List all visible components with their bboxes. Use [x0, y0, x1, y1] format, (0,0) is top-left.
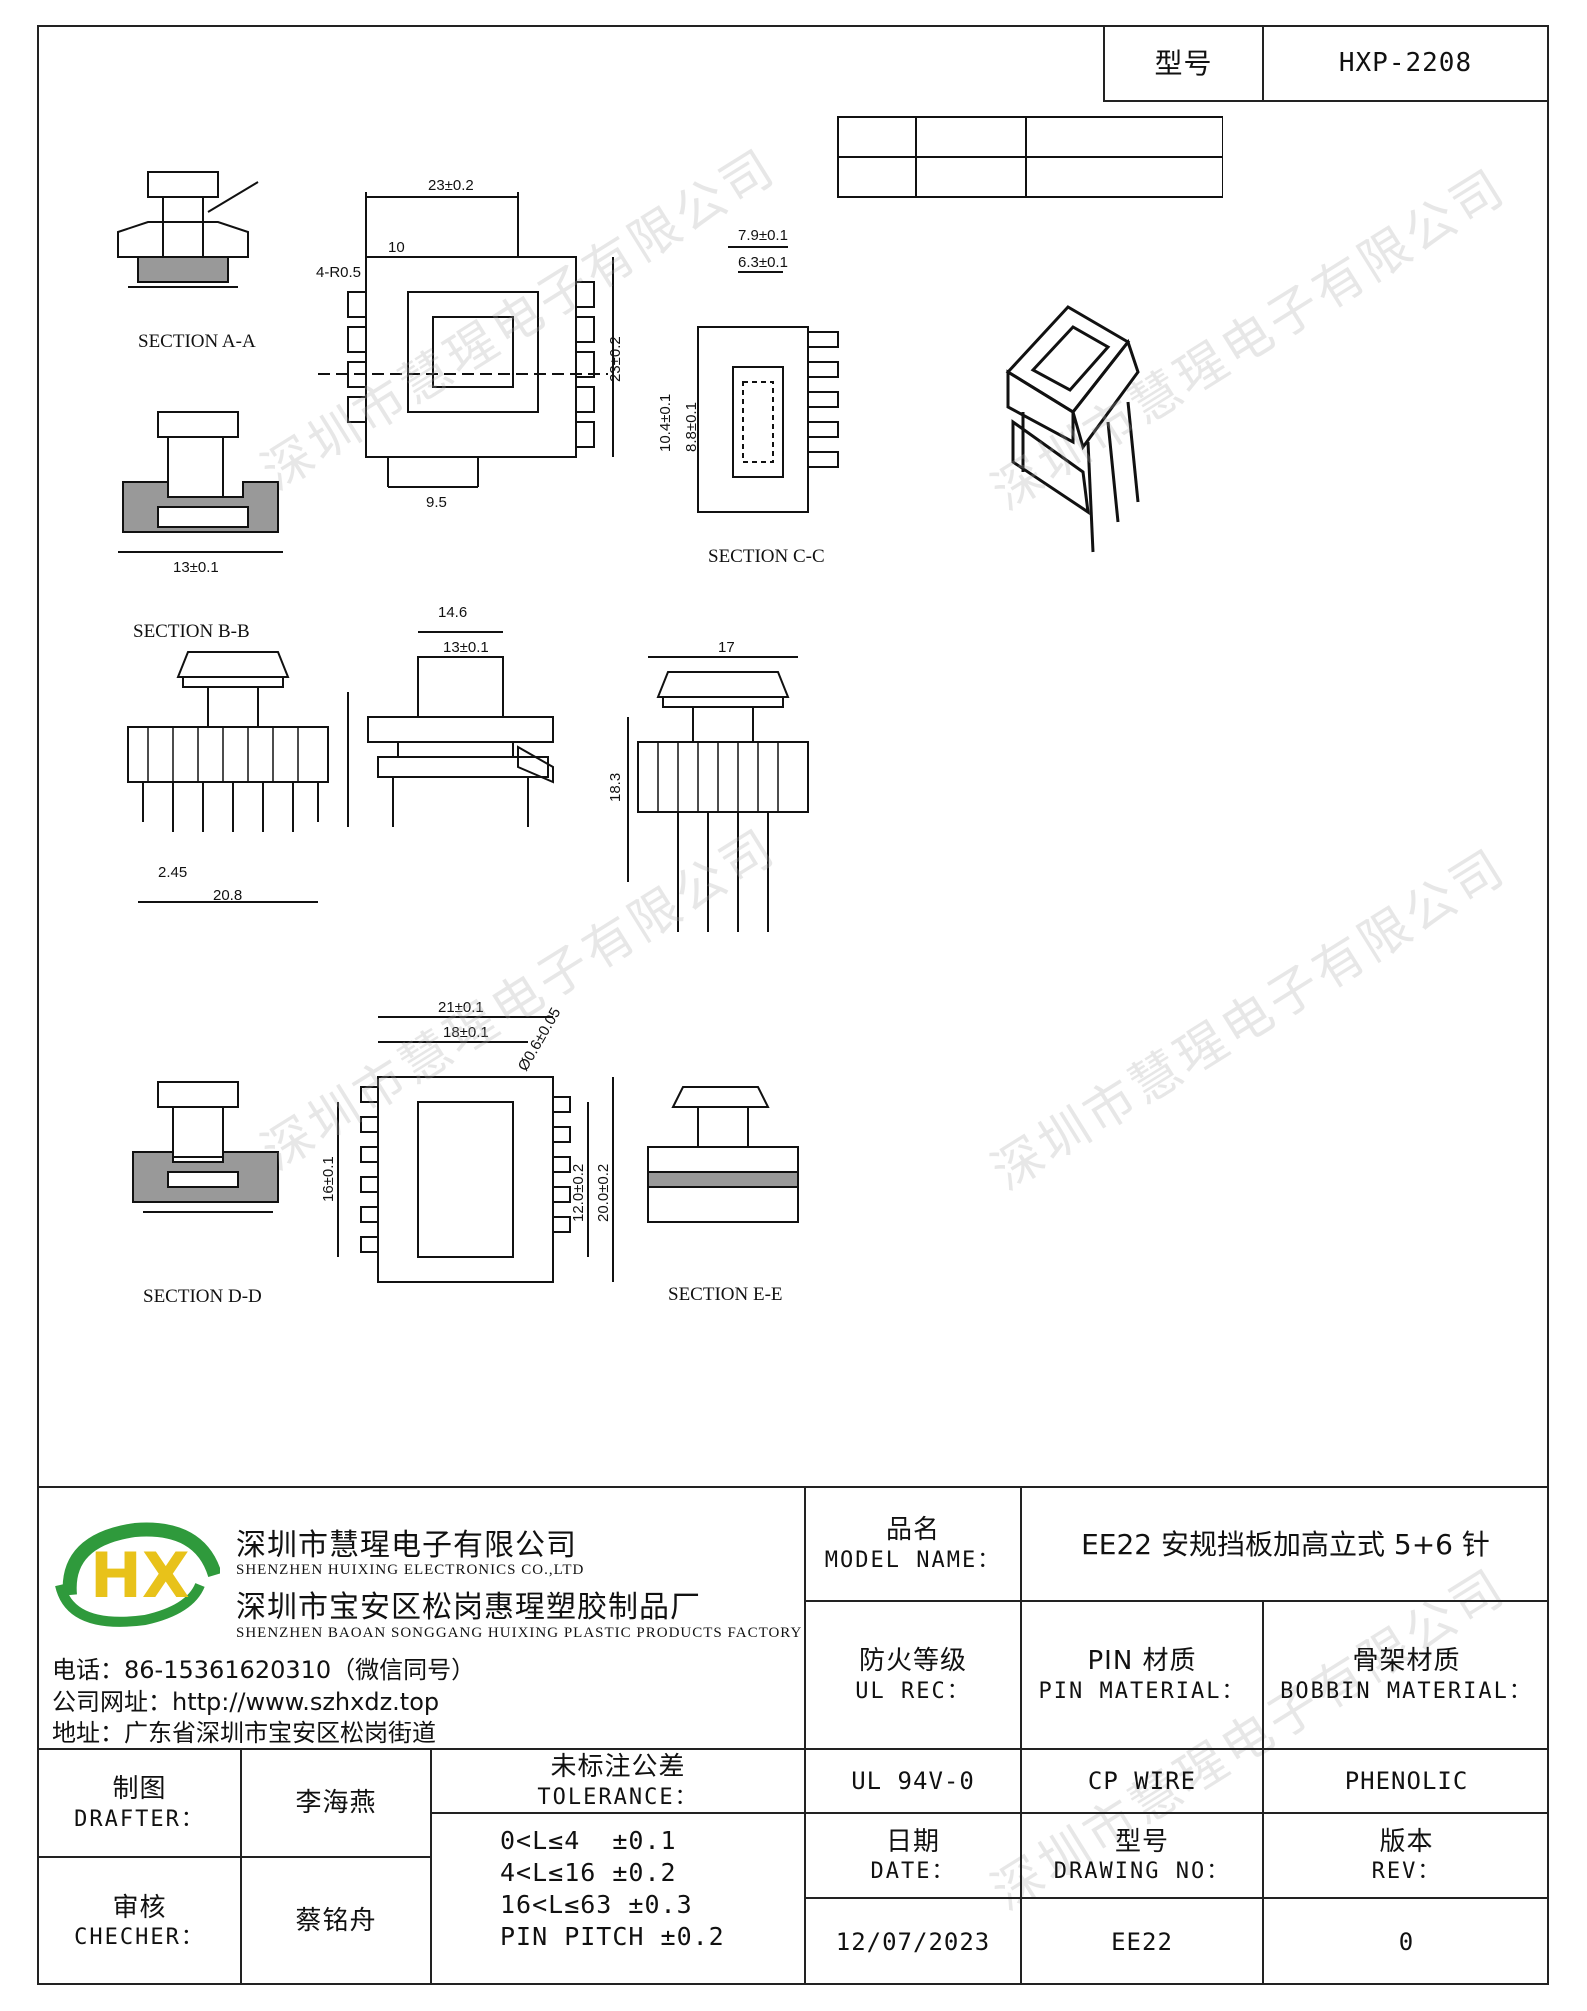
dim-label: 18±0.1 [443, 1024, 489, 1041]
drafter-value: 李海燕 [295, 1787, 377, 1818]
date-value: 12/07/2023 [835, 1928, 991, 1956]
technical-drawing: 23±0.2 10 4-R0.5 23±0.2 9.5 7.9±0.1 6.3±… [117, 116, 1223, 1307]
bobbin-material-label: 骨架材质 BOBBIN MATERIAL： [1280, 1646, 1533, 1704]
title-block-divider [1262, 1600, 1264, 1985]
bottom-view [337, 1016, 614, 1283]
title-block-divider [430, 1812, 804, 1814]
dim-label: 17 [718, 639, 735, 656]
section-b-view [118, 411, 283, 553]
company-name-cn: 深圳市慧瑆电子有限公司 [236, 1528, 577, 1563]
checker-value: 蔡铭舟 [295, 1906, 377, 1937]
drawing-no-label: 型号 DRAWING NO： [1053, 1826, 1231, 1885]
title-block-divider [804, 1812, 1549, 1814]
section-b-label: SECTION B-B [133, 621, 250, 642]
model-label: 型号 [1154, 47, 1213, 80]
dim-label: 13±0.1 [173, 559, 219, 576]
model-name-label: 品名 MODEL NAME： [824, 1515, 1002, 1573]
section-d-label: SECTION D-D [143, 1286, 262, 1307]
title-block-divider [1020, 1486, 1022, 1985]
section-c-label: SECTION C-C [708, 546, 825, 567]
section-a-label: SECTION A-A [138, 331, 256, 352]
dim-label: 8.8±0.1 [683, 402, 700, 452]
dim-label: 2.45 [158, 864, 187, 881]
dim-label: 13±0.1 [443, 639, 489, 656]
dim-label: 20.0±0.2 [595, 1164, 612, 1222]
drawing-frame [37, 25, 1549, 1985]
dim-label: 23±0.2 [607, 336, 624, 382]
tolerance-row: PIN PITCH ±0.2 [500, 1922, 725, 1951]
tolerance-label: 未标注公差 TOLERANCE： [537, 1752, 699, 1810]
date-label: 日期 DATE： [870, 1826, 956, 1885]
model-value: HXP-2208 [1338, 48, 1473, 79]
title-block-divider [37, 1486, 1549, 1488]
section-e-label: SECTION E-E [668, 1284, 783, 1305]
ul-rec-value: UL 94V-0 [851, 1767, 975, 1795]
drafter-label: 制图 DRAFTER： [74, 1774, 205, 1832]
tolerance-row: 0<L≤4 ±0.1 [500, 1826, 677, 1855]
header-divider [1262, 25, 1264, 102]
front-view [127, 651, 329, 903]
header-divider [1103, 25, 1105, 102]
svg-text:HX: HX [90, 1539, 190, 1612]
tolerance-table: 0<L≤4 ±0.1 4<L≤16 ±0.2 16<L≤63 ±0.3 PIN … [500, 1825, 800, 1953]
title-block-divider [804, 1600, 1549, 1602]
pin-material-value: CP WIRE [1087, 1767, 1197, 1795]
dim-label: 21±0.1 [438, 999, 484, 1016]
factory-name-en: SHENZHEN BAOAN SONGGANG HUIXING PLASTIC … [236, 1625, 803, 1641]
dim-label: 6.3±0.1 [738, 254, 788, 271]
dim-label: 10 [388, 239, 405, 256]
section-c-view [697, 246, 839, 513]
title-block-divider [804, 1897, 1549, 1899]
rev-label: 版本 REV： [1371, 1826, 1442, 1885]
phone: 电话：86-15361620310（微信同号） [52, 1656, 476, 1684]
title-block-divider [804, 1486, 806, 1985]
section-a-view [117, 171, 259, 288]
model-name-value: EE22 安规挡板加高立式 5+6 针 [1081, 1527, 1490, 1561]
dim-label: 14.6 [438, 604, 467, 621]
address: 地址：广东省深圳市宝安区松岗街道 [52, 1719, 436, 1747]
rev-value: 0 [1398, 1928, 1415, 1956]
ul-rec-label: 防火等级 UL REC： [855, 1646, 971, 1704]
tolerance-row: 4<L≤16 ±0.2 [500, 1858, 677, 1887]
drawing-no-value: EE22 [1111, 1928, 1173, 1956]
dim-label: Ø0.6±0.05 [515, 1005, 565, 1074]
dim-label: 9.5 [426, 494, 447, 511]
dim-label: 16±0.1 [320, 1156, 337, 1202]
company-logo: HX [50, 1515, 222, 1635]
bobbin-3d-render [1005, 305, 1140, 553]
title-block-divider [37, 1856, 430, 1858]
title-block-divider [240, 1748, 242, 1985]
company-name-en: SHENZHEN HUIXING ELECTRONICS CO.,LTD [236, 1562, 585, 1578]
header-divider [1103, 100, 1549, 102]
dim-label: 12.0±0.2 [570, 1164, 587, 1222]
dim-label: 10.4±0.1 [657, 394, 674, 452]
title-block-divider [37, 1748, 1549, 1750]
dim-label: 4-R0.5 [316, 264, 361, 281]
factory-name-cn: 深圳市宝安区松岗惠瑆塑胶制品厂 [236, 1590, 701, 1625]
dim-label: 7.9±0.1 [738, 227, 788, 244]
top-view [318, 192, 614, 488]
bobbin-material-value: PHENOLIC [1344, 1767, 1469, 1795]
logo-icon: HX [55, 1522, 222, 1627]
dim-label: 20.8 [213, 887, 242, 904]
pin-material-label: PIN 材质 PIN MATERIAL： [1038, 1646, 1246, 1704]
tolerance-row: 16<L≤63 ±0.3 [500, 1890, 693, 1919]
website: 公司网址：http://www.szhxdz.top [52, 1688, 440, 1716]
title-block-divider [430, 1748, 432, 1985]
end-view [627, 656, 809, 932]
side-view [347, 631, 554, 827]
checker-label: 审核 CHECHER： [74, 1892, 205, 1951]
section-d-view [132, 1081, 279, 1213]
dim-label: 23±0.2 [428, 177, 474, 194]
section-e-view [647, 1086, 799, 1223]
dim-label: 18.3 [607, 773, 624, 802]
